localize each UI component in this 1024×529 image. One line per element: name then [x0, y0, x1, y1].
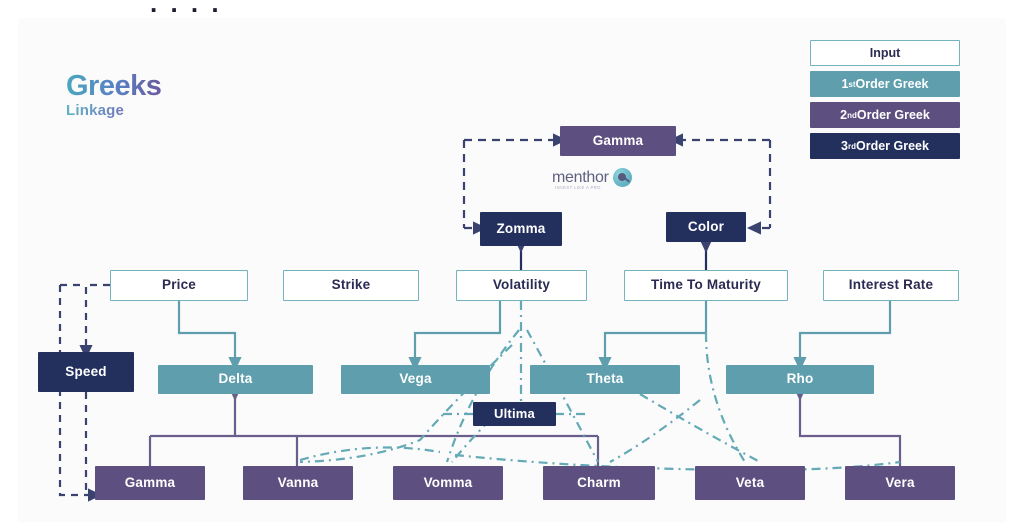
title-greeks: Greeks — [66, 70, 162, 102]
node-gamma-top[interactable]: Gamma — [560, 126, 676, 156]
cropped-heading-text: . . . . — [150, 0, 750, 14]
node-interest-rate[interactable]: Interest Rate — [823, 270, 959, 301]
node-vanna[interactable]: Vanna — [243, 466, 353, 500]
node-vera[interactable]: Vera — [845, 466, 955, 500]
node-strike[interactable]: Strike — [283, 270, 419, 301]
legend-second-sup: nd — [847, 110, 857, 120]
legend-second-rest: Order Greek — [856, 108, 930, 122]
node-ultima[interactable]: Ultima — [473, 402, 556, 426]
watermark-tagline: INVEST LIKE A PRO — [555, 184, 601, 190]
top-white-strip — [0, 0, 1024, 18]
node-speed[interactable]: Speed — [38, 352, 134, 392]
node-zomma[interactable]: Zomma — [480, 212, 562, 246]
legend-third-base: 3 — [841, 139, 848, 153]
bottom-white-edge — [0, 522, 1024, 529]
watermark-text: menthor — [552, 168, 609, 186]
node-theta[interactable]: Theta — [530, 365, 680, 394]
node-volatility[interactable]: Volatility — [456, 270, 587, 301]
logo-title: Greeks Linkage — [66, 70, 162, 119]
legend-third-rest: Order Greek — [855, 139, 929, 153]
node-veta[interactable]: Veta — [695, 466, 805, 500]
node-vomma[interactable]: Vomma — [393, 466, 503, 500]
node-vega[interactable]: Vega — [341, 365, 490, 394]
legend-item-input: Input — [810, 40, 960, 66]
node-gamma-bottom[interactable]: Gamma — [95, 466, 205, 500]
legend-first-rest: Order Greek — [855, 77, 929, 91]
node-price[interactable]: Price — [110, 270, 248, 301]
node-color[interactable]: Color — [666, 212, 746, 242]
node-time-to-maturity[interactable]: Time To Maturity — [624, 270, 788, 301]
title-linkage: Linkage — [66, 103, 161, 118]
menthorq-logo-icon — [612, 168, 632, 187]
legend-second-base: 2 — [840, 108, 848, 122]
node-rho[interactable]: Rho — [726, 365, 874, 394]
legend-first-base: 1 — [841, 77, 849, 91]
node-charm[interactable]: Charm — [543, 466, 655, 500]
menthorq-watermark: menthor INVEST LIKE A PRO — [552, 168, 632, 190]
legend-third-sup: rd — [847, 141, 856, 151]
legend-first-sup: st — [848, 79, 856, 89]
node-delta[interactable]: Delta — [158, 365, 313, 394]
right-white-edge — [1006, 0, 1024, 529]
